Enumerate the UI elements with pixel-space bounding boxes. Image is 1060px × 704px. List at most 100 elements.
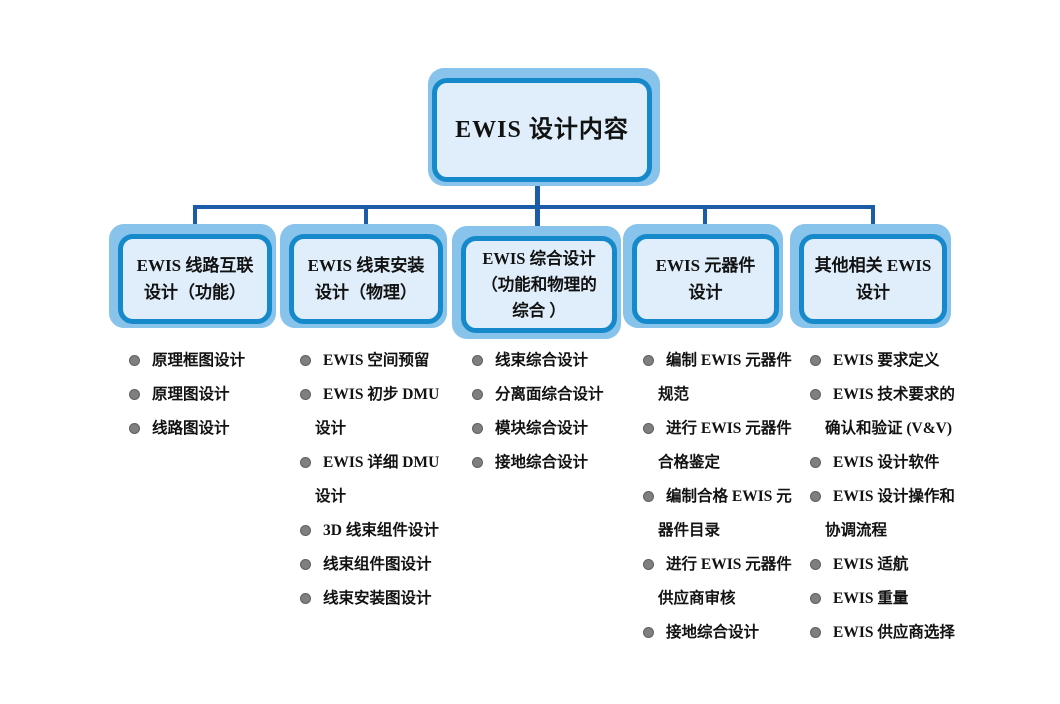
branch-item-list: EWIS 要求定义 EWIS 技术要求的 确认和验证 (V&V) EWIS 设计软件… (810, 344, 986, 650)
branch-other-related-design: 其他相关 EWIS 设计 EWIS 要求定义 EWIS 技术要求的 确认和验证 (… (790, 224, 980, 694)
list-item-text: 接地综合设计 (495, 454, 589, 471)
branch-item-list: 线束综合设计分离面综合设计模块综合设计接地综合设计 (472, 344, 648, 480)
list-item: EWIS 空间预留 (300, 344, 476, 378)
bullet-icon (810, 559, 821, 570)
branch-node: EWIS 元器件 设计 (632, 234, 779, 324)
bullet-icon (810, 389, 821, 400)
bullet-icon (129, 423, 140, 434)
list-item-text: EWIS 技术要求的 确认和验证 (V&V) (825, 386, 955, 437)
bullet-icon (300, 593, 311, 604)
branch-node-label: EWIS 线路互联 设计（功能） (136, 256, 254, 302)
list-item-text: 编制合格 EWIS 元 器件目录 (658, 488, 792, 539)
connector-stub-branch-1 (193, 205, 197, 235)
bullet-icon (643, 355, 654, 366)
list-item: 编制 EWIS 元器件 规范 (643, 344, 819, 412)
list-item-text: EWIS 适航 (833, 556, 909, 573)
list-item: 接地综合设计 (472, 446, 648, 480)
branch-node: 其他相关 EWIS 设计 (799, 234, 947, 324)
bullet-icon (300, 355, 311, 366)
bullet-icon (643, 423, 654, 434)
list-item: EWIS 供应商选择 (810, 616, 986, 650)
list-item: EWIS 要求定义 (810, 344, 986, 378)
list-item: 线束综合设计 (472, 344, 648, 378)
list-item-text: 接地综合设计 (666, 624, 760, 641)
bullet-icon (129, 355, 140, 366)
branch-harness-installation-design: EWIS 线束安装 设计（物理） EWIS 空间预留 EWIS 初步 DMU 设计… (280, 224, 470, 694)
list-item: 线路图设计 (129, 412, 305, 446)
bullet-icon (129, 389, 140, 400)
list-item: EWIS 设计软件 (810, 446, 986, 480)
list-item-text: EWIS 空间预留 (323, 352, 430, 369)
branch-node: EWIS 线路互联 设计（功能） (118, 234, 272, 324)
list-item-text: 线束综合设计 (495, 352, 589, 369)
bullet-icon (472, 389, 483, 400)
list-item: EWIS 设计操作和 协调流程 (810, 480, 986, 548)
branch-node-label: EWIS 线束安装 设计（物理） (307, 256, 425, 302)
bullet-icon (810, 593, 821, 604)
connector-horizontal-bar (193, 205, 875, 209)
branch-node-label: EWIS 元器件 设计 (655, 256, 756, 302)
bullet-icon (472, 423, 483, 434)
bullet-icon (472, 355, 483, 366)
branch-node-label: 其他相关 EWIS 设计 (814, 256, 932, 302)
connector-stub-branch-2 (364, 205, 368, 235)
list-item-text: 原理图设计 (152, 386, 230, 403)
branch-circuit-interconnect-design: EWIS 线路互联 设计（功能） 原理框图设计原理图设计线路图设计 (109, 224, 299, 694)
list-item-text: EWIS 要求定义 (833, 352, 940, 369)
bullet-icon (810, 627, 821, 638)
list-item-text: EWIS 详细 DMU 设计 (315, 454, 440, 505)
bullet-icon (643, 491, 654, 502)
list-item: 原理框图设计 (129, 344, 305, 378)
list-item-text: EWIS 设计软件 (833, 454, 940, 471)
list-item-text: 原理框图设计 (152, 352, 246, 369)
bullet-icon (300, 559, 311, 570)
list-item: 原理图设计 (129, 378, 305, 412)
root-node: EWIS 设计内容 (432, 78, 652, 182)
list-item-text: 进行 EWIS 元器件 供应商审核 (658, 556, 792, 607)
list-item: EWIS 初步 DMU 设计 (300, 378, 476, 446)
branch-component-design: EWIS 元器件 设计 编制 EWIS 元器件 规范进行 EWIS 元器件 合格… (623, 224, 813, 694)
list-item: 接地综合设计 (643, 616, 819, 650)
list-item: 模块综合设计 (472, 412, 648, 446)
list-item-text: 线路图设计 (152, 420, 230, 437)
list-item: EWIS 重量 (810, 582, 986, 616)
bullet-icon (472, 457, 483, 468)
branch-item-list: 编制 EWIS 元器件 规范进行 EWIS 元器件 合格鉴定编制合格 EWIS … (643, 344, 819, 650)
branch-integrated-design: EWIS 综合设计 （功能和物理的 综合 ） 线束综合设计分离面综合设计模块综合… (452, 224, 642, 694)
list-item-text: 进行 EWIS 元器件 合格鉴定 (658, 420, 792, 471)
list-item-text: 编制 EWIS 元器件 规范 (658, 352, 792, 403)
branch-node: EWIS 线束安装 设计（物理） (289, 234, 443, 324)
root-node-label: EWIS 设计内容 (455, 117, 629, 143)
list-item-text: 线束安装图设计 (323, 590, 432, 607)
list-item: 进行 EWIS 元器件 供应商审核 (643, 548, 819, 616)
branch-item-list: EWIS 空间预留 EWIS 初步 DMU 设计 EWIS 详细 DMU 设计 3D … (300, 344, 476, 616)
branch-node: EWIS 综合设计 （功能和物理的 综合 ） (461, 236, 617, 333)
list-item-text: 线束组件图设计 (323, 556, 432, 573)
bullet-icon (300, 389, 311, 400)
list-item: 分离面综合设计 (472, 378, 648, 412)
bullet-icon (810, 457, 821, 468)
list-item: 3D 线束组件设计 (300, 514, 476, 548)
list-item: 线束组件图设计 (300, 548, 476, 582)
list-item-text: 分离面综合设计 (495, 386, 604, 403)
bullet-icon (643, 627, 654, 638)
list-item: 线束安装图设计 (300, 582, 476, 616)
list-item-text: EWIS 设计操作和 协调流程 (825, 488, 955, 539)
connector-stub-branch-4 (703, 205, 707, 235)
list-item: 编制合格 EWIS 元 器件目录 (643, 480, 819, 548)
bullet-icon (300, 457, 311, 468)
branch-item-list: 原理框图设计原理图设计线路图设计 (129, 344, 305, 446)
branch-node-label: EWIS 综合设计 （功能和物理的 综合 ） (481, 248, 597, 320)
list-item: 进行 EWIS 元器件 合格鉴定 (643, 412, 819, 480)
connector-stub-branch-5 (871, 205, 875, 235)
list-item-text: EWIS 重量 (833, 590, 909, 607)
bullet-icon (300, 525, 311, 536)
list-item-text: 模块综合设计 (495, 420, 589, 437)
list-item: EWIS 适航 (810, 548, 986, 582)
list-item: EWIS 技术要求的 确认和验证 (V&V) (810, 378, 986, 446)
bullet-icon (810, 355, 821, 366)
list-item-text: 3D 线束组件设计 (323, 522, 439, 539)
list-item-text: EWIS 初步 DMU 设计 (315, 386, 440, 437)
bullet-icon (643, 559, 654, 570)
